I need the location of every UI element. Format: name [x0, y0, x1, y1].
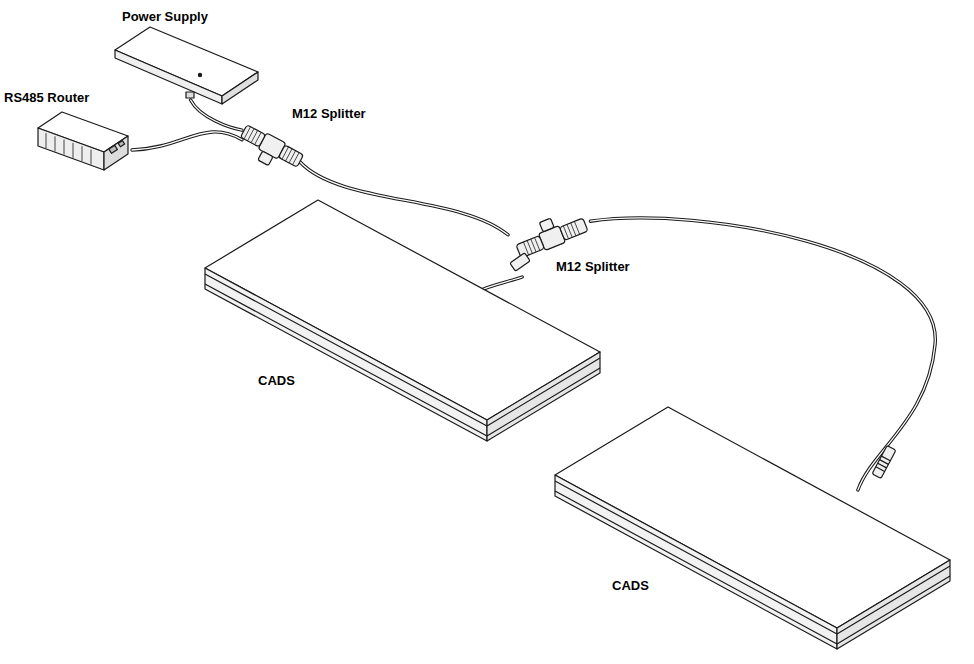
- knurl-line: [574, 221, 579, 234]
- fin-line: [46, 133, 47, 148]
- m12-splitter-unit: [235, 123, 305, 178]
- power-supply-unit: [115, 27, 258, 104]
- fin-line: [55, 136, 56, 151]
- device-label: RS485 Router: [4, 90, 89, 105]
- rs485-router-unit: [38, 112, 128, 170]
- knurl-line: [563, 226, 568, 239]
- cads-sensor: CADS: [555, 490, 860, 660]
- cable-core: [132, 132, 242, 150]
- device-label: M12 Splitter: [292, 106, 366, 121]
- knurl-line: [567, 224, 572, 237]
- knurl-line: [531, 239, 536, 252]
- cable-outline: [191, 100, 242, 130]
- cable: [132, 132, 242, 150]
- fin-line: [82, 146, 83, 161]
- fin-line: [64, 140, 65, 155]
- m12-splitter-unit: [512, 207, 589, 260]
- fin-line: [73, 143, 74, 158]
- knurl-line: [571, 223, 576, 236]
- inline-connector: [872, 446, 896, 479]
- fin-line: [91, 150, 92, 165]
- m12-splitter: M12 Splitter: [242, 102, 374, 162]
- knurl-line: [293, 152, 300, 164]
- cable-outline: [132, 132, 242, 150]
- power-supply: Power Supply: [110, 5, 265, 100]
- knurl-line: [255, 132, 262, 144]
- rs485-router: RS485 Router: [2, 86, 132, 168]
- device-label: CADS: [612, 578, 649, 593]
- cable-core: [191, 100, 242, 130]
- knurl-line: [535, 238, 540, 251]
- m12-splitter: M12 Splitter: [508, 215, 650, 277]
- cable: [191, 100, 242, 130]
- cads-pad: [555, 407, 950, 649]
- device-label: CADS: [258, 373, 295, 388]
- device-label: M12 Splitter: [556, 259, 630, 274]
- knurl-line: [527, 241, 532, 254]
- cads-pad: [205, 200, 600, 441]
- cads-sensor: CADS: [205, 290, 485, 440]
- device-label: Power Supply: [122, 9, 208, 24]
- inline-connector: [510, 253, 530, 272]
